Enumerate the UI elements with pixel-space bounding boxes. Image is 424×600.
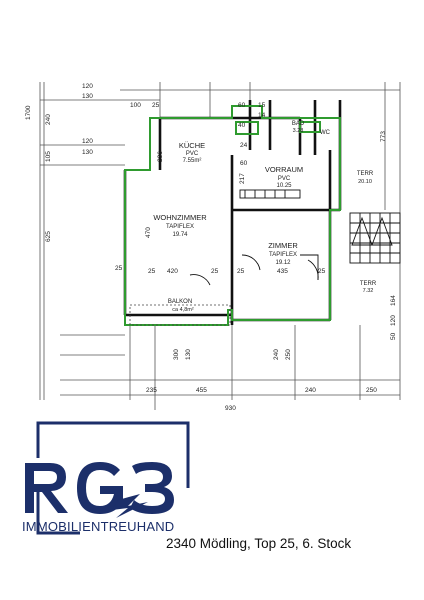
room-vorraum-name: VORRAUM	[265, 165, 303, 174]
room-wohnzimmer-name: WOHNZIMMER	[153, 213, 207, 222]
dim-right-2: 164	[390, 295, 397, 306]
dim-bottom-2: 455	[196, 387, 207, 394]
dim-bottom-4: 250	[366, 387, 377, 394]
dim-right-3: 120	[390, 315, 397, 326]
room-vorraum-floor: PVC	[278, 176, 291, 182]
dim-vertical-2: 130	[185, 349, 192, 360]
room-terr-top-area: 20.10	[358, 179, 372, 185]
dim-top-1: 100	[130, 102, 141, 109]
room-zimmer-name: ZIMMER	[268, 241, 298, 250]
room-wohnzimmer-floor: TAPIFLEX	[166, 224, 194, 230]
dim-left-4: 625	[45, 231, 52, 242]
dim-inner-9: 25	[211, 268, 219, 275]
property-address: 2340 Mödling, Top 25, 6. Stock	[166, 536, 352, 551]
dim-inner-7: 25	[148, 268, 156, 275]
dim-top-4: 15	[258, 102, 266, 109]
room-bad-area: 3.28	[293, 128, 304, 134]
dim-inner-8: 420	[167, 268, 178, 275]
dim-inner-3: 60	[240, 160, 248, 167]
dim-vertical-4: 250	[285, 349, 292, 360]
dim-inner-2: 24	[240, 142, 248, 149]
room-kueche-name: KÜCHE	[179, 141, 205, 150]
dim-bottom-1: 235	[146, 387, 157, 394]
room-bad-name: BAD	[292, 121, 305, 127]
room-balkon-name: BALKON	[168, 299, 192, 305]
room-terr-bottom-name: TERR	[360, 281, 377, 287]
dim-left-2: 240	[45, 114, 52, 125]
room-terr-bottom-area: 7.32	[363, 288, 374, 294]
dim-left-1: 1700	[25, 105, 32, 120]
dim-total: 930	[225, 405, 236, 412]
floor-plan: KÜCHE PVC 7.55m² WOHNZIMMER TAPIFLEX 19.…	[25, 82, 401, 412]
dim-vertical-3: 240	[273, 349, 280, 360]
dim-inner-11: 435	[277, 268, 288, 275]
dim-inner-12: 25	[318, 268, 326, 275]
dim-top-left-2: 130	[82, 93, 93, 100]
dim-inner-13: 470	[145, 227, 152, 238]
room-wohnzimmer-area: 19.74	[172, 232, 188, 238]
dim-right-4: 50	[390, 332, 397, 340]
company-tagline: IMMOBILIENTREUHAND	[22, 519, 175, 534]
dim-top-3: 60	[238, 102, 246, 109]
rg3-logo	[25, 421, 190, 535]
room-terr-top-name: TERR	[357, 171, 374, 177]
dim-right-1: 773	[380, 131, 387, 142]
room-wc-name: WC	[320, 130, 331, 136]
room-vorraum-area: 10.25	[276, 183, 292, 189]
dim-top-left-3: 120	[82, 138, 93, 145]
room-kueche-area: 7.55m²	[183, 158, 202, 164]
dim-vertical-1: 300	[173, 349, 180, 360]
dim-inner-4: 14	[258, 112, 266, 119]
room-zimmer-area: 19.12	[275, 260, 291, 266]
dim-top-2: 25	[152, 102, 160, 109]
room-kueche-floor: PVC	[186, 151, 199, 157]
dim-inner-10: 25	[237, 268, 245, 275]
room-balkon-area: ca 4,8m²	[172, 307, 194, 313]
dim-inner-1: 236	[157, 151, 164, 162]
dim-left-3: 105	[45, 151, 52, 162]
dim-inner-5: 25	[115, 265, 123, 272]
dim-top-left-4: 130	[82, 149, 93, 156]
dim-inner-6: 217	[239, 173, 246, 184]
dim-bottom-3: 240	[305, 387, 316, 394]
dim-top-5: 40	[238, 122, 246, 129]
room-zimmer-floor: TAPIFLEX	[269, 252, 297, 258]
dim-top-left-1: 120	[82, 83, 93, 90]
